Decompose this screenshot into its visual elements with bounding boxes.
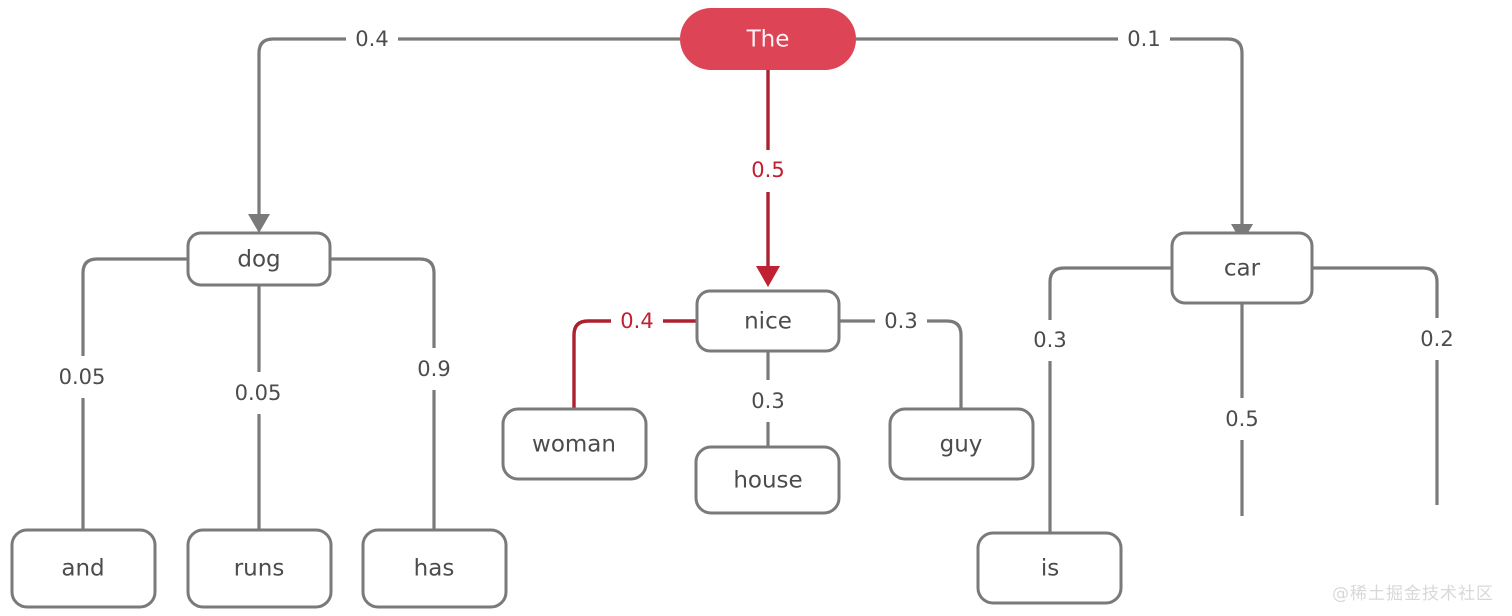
edge-label-nice-house: 0.3: [751, 389, 784, 413]
node-nice[interactable]: nice: [695, 289, 841, 353]
edge-label-dog-runs: 0.05: [235, 381, 282, 405]
node-has-shape[interactable]: [361, 528, 508, 609]
edge-dog-has[interactable]: [330, 257, 436, 348]
edge-dog-and[interactable]: [81, 257, 188, 356]
node-car[interactable]: car: [1170, 231, 1314, 305]
node-and-label: and: [61, 556, 104, 582]
edge-label-car-dangling-05: 0.5: [1225, 407, 1258, 431]
node-runs[interactable]: runs: [186, 528, 333, 609]
node-runs-shape[interactable]: [186, 528, 333, 609]
node-and-shape[interactable]: [10, 528, 157, 609]
edge-label-dog-and: 0.05: [59, 365, 106, 389]
edge-label-car-dangling-02: 0.2: [1420, 327, 1453, 351]
node-dog[interactable]: dog: [186, 231, 332, 287]
arrowhead-nice: [756, 266, 780, 287]
edge-label-the-nice: 0.5: [751, 158, 784, 182]
node-the-shape[interactable]: [680, 8, 856, 70]
node-guy[interactable]: guy: [888, 407, 1035, 481]
node-guy-label: guy: [940, 432, 983, 458]
arrowhead-dog: [248, 214, 270, 233]
edge-car-is[interactable]: [1048, 266, 1172, 320]
node-is-shape[interactable]: [976, 531, 1123, 605]
edge-label-the-car: 0.1: [1127, 27, 1160, 51]
node-the-label: The: [746, 27, 790, 53]
edge-the-car-tail[interactable]: [1170, 37, 1244, 226]
node-guy-shape[interactable]: [888, 407, 1035, 481]
edge-group-red: [572, 66, 780, 409]
edge-label-dog-has: 0.9: [417, 357, 450, 381]
node-and[interactable]: and: [10, 528, 157, 609]
edge-the-dog-tail[interactable]: [257, 37, 346, 216]
node-house[interactable]: house: [694, 445, 841, 515]
node-the[interactable]: The: [680, 8, 856, 70]
edge-label-nice-woman: 0.4: [620, 309, 653, 333]
node-is-label: is: [1041, 556, 1059, 582]
edge-label-group: 0.4 0.5 0.1 0.05 0.05 0.9 0.4 0.3 0.3 0.…: [59, 27, 1454, 431]
edge-nice-guy-tail[interactable]: [927, 319, 963, 409]
node-woman[interactable]: woman: [501, 407, 648, 481]
edge-label-car-is: 0.3: [1033, 328, 1066, 352]
edge-label-the-dog: 0.4: [355, 27, 388, 51]
node-house-shape[interactable]: [694, 445, 841, 515]
node-is[interactable]: is: [976, 531, 1123, 605]
node-nice-shape[interactable]: [695, 289, 841, 353]
watermark: @稀土掘金技术社区: [1332, 584, 1494, 604]
edge-label-nice-guy: 0.3: [884, 309, 917, 333]
node-dog-shape[interactable]: [186, 231, 332, 287]
node-woman-shape[interactable]: [501, 407, 648, 481]
node-nice-label: nice: [744, 309, 792, 335]
node-house-label: house: [733, 468, 802, 494]
node-car-shape[interactable]: [1170, 231, 1314, 305]
node-woman-label: woman: [532, 432, 616, 458]
node-dog-label: dog: [237, 247, 280, 273]
node-runs-label: runs: [234, 556, 285, 582]
node-has[interactable]: has: [361, 528, 508, 609]
node-group: The dog nice car and: [10, 8, 1314, 609]
edge-car-dangling-02[interactable]: [1313, 266, 1439, 318]
node-has-label: has: [414, 556, 455, 582]
edge-nice-woman-tail[interactable]: [572, 319, 611, 409]
node-car-label: car: [1224, 256, 1261, 282]
